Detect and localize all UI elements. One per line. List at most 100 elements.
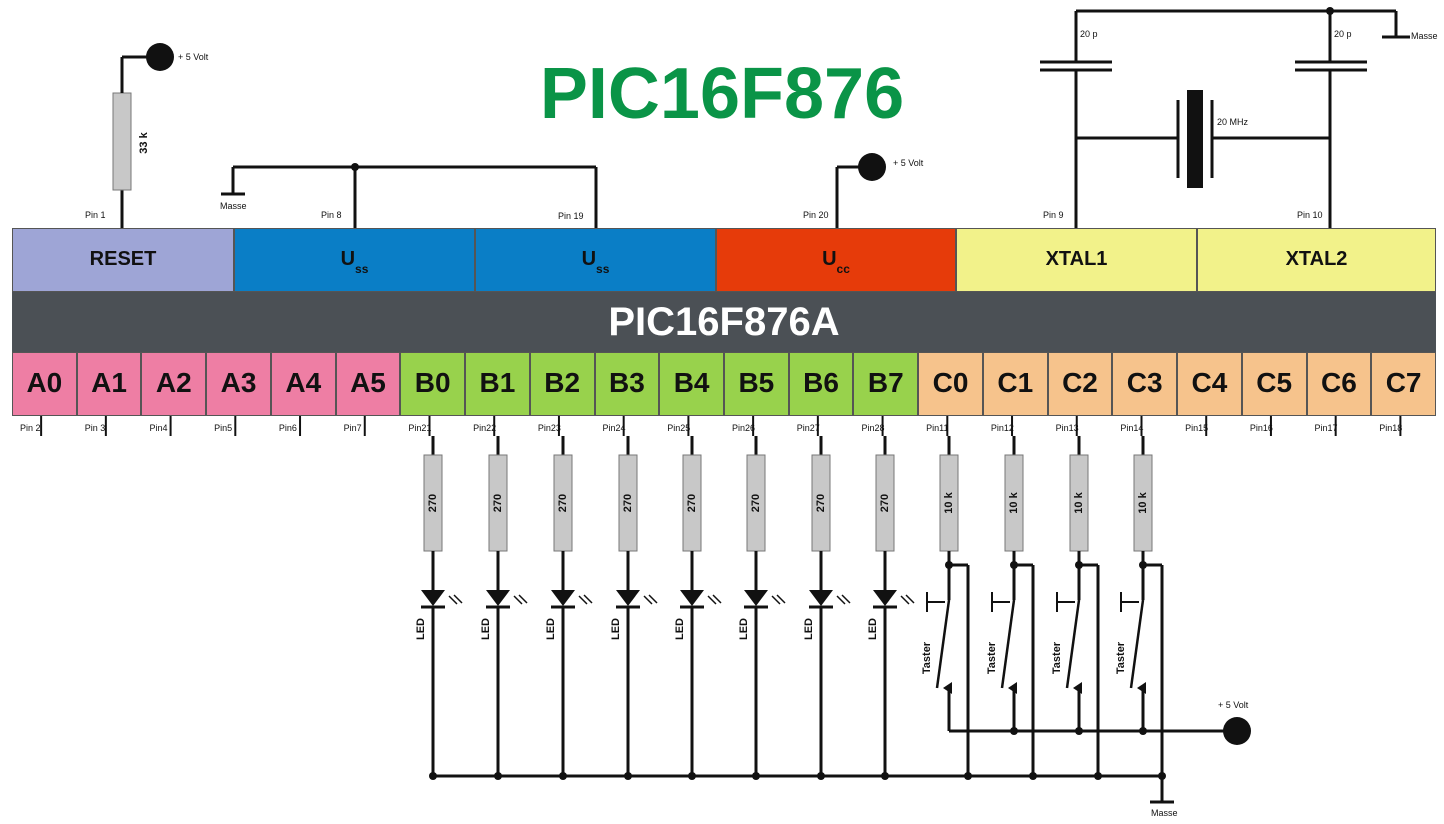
led-light-ray xyxy=(453,594,463,604)
cap-label: 20 p xyxy=(1334,29,1352,39)
top-pin-label: U xyxy=(340,248,356,270)
port-pin-a0: A0 xyxy=(12,352,77,416)
led-diode xyxy=(616,590,640,606)
led-label: LED xyxy=(545,618,557,640)
led-resistor-label: 270 xyxy=(622,493,634,513)
plus5-label: + 5 Volt xyxy=(893,158,924,168)
button-resistor-label: 10 k xyxy=(1008,492,1020,514)
pin-number-label: Pin21 xyxy=(408,423,432,433)
led-label: LED xyxy=(610,618,622,640)
top-pin-3: Uss xyxy=(475,228,716,292)
led-label: LED xyxy=(480,618,492,640)
led-diode xyxy=(744,590,768,606)
led-light-ray xyxy=(900,595,910,605)
plus5-terminal xyxy=(858,153,886,181)
port-pin-b7: B7 xyxy=(853,352,919,416)
led-light-ray xyxy=(513,595,523,605)
port-pin-b4: B4 xyxy=(659,352,724,416)
plus5-label: + 5 Volt xyxy=(1218,700,1249,710)
pin-number-label: Pin6 xyxy=(278,423,297,433)
cap-label: 20 p xyxy=(1080,29,1098,39)
masse-label-right: Masse xyxy=(1411,31,1438,41)
pin-number-label: Pin 20 xyxy=(803,210,829,220)
led-light-ray xyxy=(448,595,458,605)
diagram-title: PIC16F876 xyxy=(539,54,905,134)
led-diode xyxy=(809,590,833,606)
plus5-terminal xyxy=(146,43,174,71)
plus5-label: + 5 Volt xyxy=(178,52,209,62)
led-diode xyxy=(680,590,704,606)
pin-number-label: Pin26 xyxy=(732,423,756,433)
port-pin-a5: A5 xyxy=(335,352,401,416)
pin-number-label: Pin22 xyxy=(473,423,497,433)
crystal-body xyxy=(1187,90,1203,188)
top-pin-label: XTAL2 xyxy=(1285,248,1348,270)
top-pin-subscript: ss xyxy=(596,262,610,276)
pin-number-label: Pin4 xyxy=(149,423,168,433)
top-pin-6: XTAL2 xyxy=(1197,228,1436,292)
pin-number-label: Pin7 xyxy=(343,423,362,433)
led-light-ray xyxy=(712,594,722,604)
top-pin-1: RESET xyxy=(12,228,234,292)
masse-label-bottom: Masse xyxy=(1151,808,1178,818)
top-pin-4: Ucc xyxy=(716,228,956,292)
junction-dot xyxy=(351,163,359,171)
switch-lever xyxy=(935,599,951,689)
crystal-label: 20 MHz xyxy=(1217,117,1249,127)
led-light-ray xyxy=(836,595,846,605)
pin-number-label: Pin 10 xyxy=(1297,210,1323,220)
pin-number-label: Pin14 xyxy=(1120,423,1144,433)
led-light-ray xyxy=(905,594,915,604)
led-resistor-label: 270 xyxy=(686,493,698,513)
led-resistor-label: 270 xyxy=(492,493,504,513)
pin-number-label: Pin12 xyxy=(990,423,1014,433)
port-pin-b5: B5 xyxy=(724,352,789,416)
port-pin-b1: B1 xyxy=(465,352,530,416)
port-pin-c6: C6 xyxy=(1306,352,1372,416)
pin-number-label: Pin17 xyxy=(1314,423,1338,433)
led-light-ray xyxy=(643,595,653,605)
pin-number-label: Pin 3 xyxy=(84,423,106,433)
pin-number-label: Pin5 xyxy=(214,423,233,433)
pin-number-label: Pin16 xyxy=(1249,423,1273,433)
button-resistor-label: 10 k xyxy=(1073,492,1085,514)
switch-lever xyxy=(1065,599,1081,689)
port-pin-a2: A2 xyxy=(141,352,207,416)
port-pin-a1: A1 xyxy=(76,352,142,416)
button-label: Taster xyxy=(986,641,998,675)
led-label: LED xyxy=(867,618,879,640)
port-pin-a4: A4 xyxy=(270,352,336,416)
port-pin-c4: C4 xyxy=(1177,352,1242,416)
top-pin-2: Uss xyxy=(234,228,475,292)
led-light-ray xyxy=(841,594,851,604)
top-pin-label: U xyxy=(822,248,837,270)
led-light-ray xyxy=(776,594,786,604)
pin-number-label: Pin 1 xyxy=(85,210,106,220)
junction-dot xyxy=(1326,7,1334,15)
pin-number-label: Pin23 xyxy=(537,423,561,433)
led-diode xyxy=(551,590,575,606)
led-resistor-label: 270 xyxy=(879,493,891,513)
led-diode xyxy=(873,590,897,606)
button-label: Taster xyxy=(921,641,933,675)
pin-number-label: Pin13 xyxy=(1055,423,1079,433)
led-resistor-label: 270 xyxy=(750,493,762,513)
led-diode xyxy=(486,590,510,606)
top-pin-label: RESET xyxy=(89,248,157,270)
switch-lever xyxy=(1129,599,1145,689)
port-pin-b2: B2 xyxy=(529,352,595,416)
top-pin-5: XTAL1 xyxy=(956,228,1197,292)
port-pin-c2: C2 xyxy=(1047,352,1113,416)
button-label: Taster xyxy=(1115,641,1127,675)
reset-resistor xyxy=(112,92,132,191)
chip-body: PIC16F876A xyxy=(12,292,1436,352)
led-light-ray xyxy=(583,594,593,604)
port-pin-c1: C1 xyxy=(982,352,1048,416)
pin-number-label: Pin 19 xyxy=(558,211,584,221)
port-pin-b0: B0 xyxy=(400,352,466,416)
led-resistor-label: 270 xyxy=(557,493,569,513)
button-label: Taster xyxy=(1051,641,1063,675)
top-pin-label: XTAL1 xyxy=(1045,248,1108,270)
port-pin-c0: C0 xyxy=(918,352,983,416)
pin-number-label: Pin28 xyxy=(861,423,885,433)
